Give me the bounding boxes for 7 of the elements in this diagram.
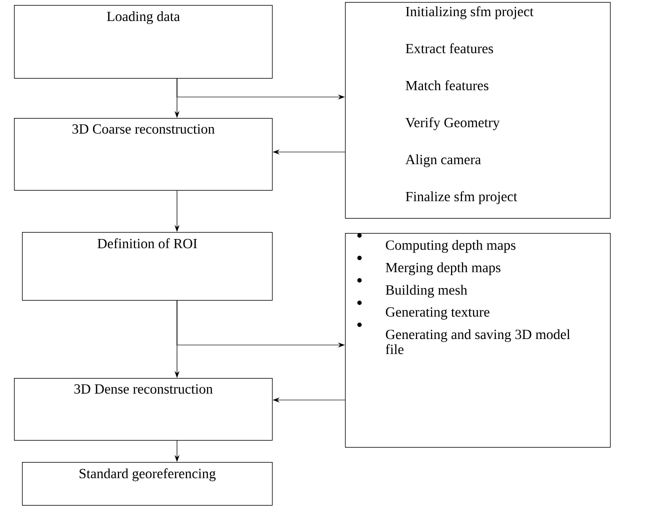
process-box: Loading data: [14, 5, 273, 79]
bullet-list-box: Computing depth maps Merging depth maps Building mesh Generating texture Generating and saving 3D model file: [345, 233, 611, 448]
process-box: 3D Coarse reconstruction: [14, 118, 273, 191]
process-box: 3D Dense reconstruction: [14, 378, 273, 441]
step-list-box: Initializing sfm project Extract features Match features Verify Geometry Align camera Finalize sfm project: [345, 2, 611, 219]
process-box: Standard georeferencing: [22, 462, 273, 506]
process-box: Definition of ROI: [22, 232, 273, 301]
